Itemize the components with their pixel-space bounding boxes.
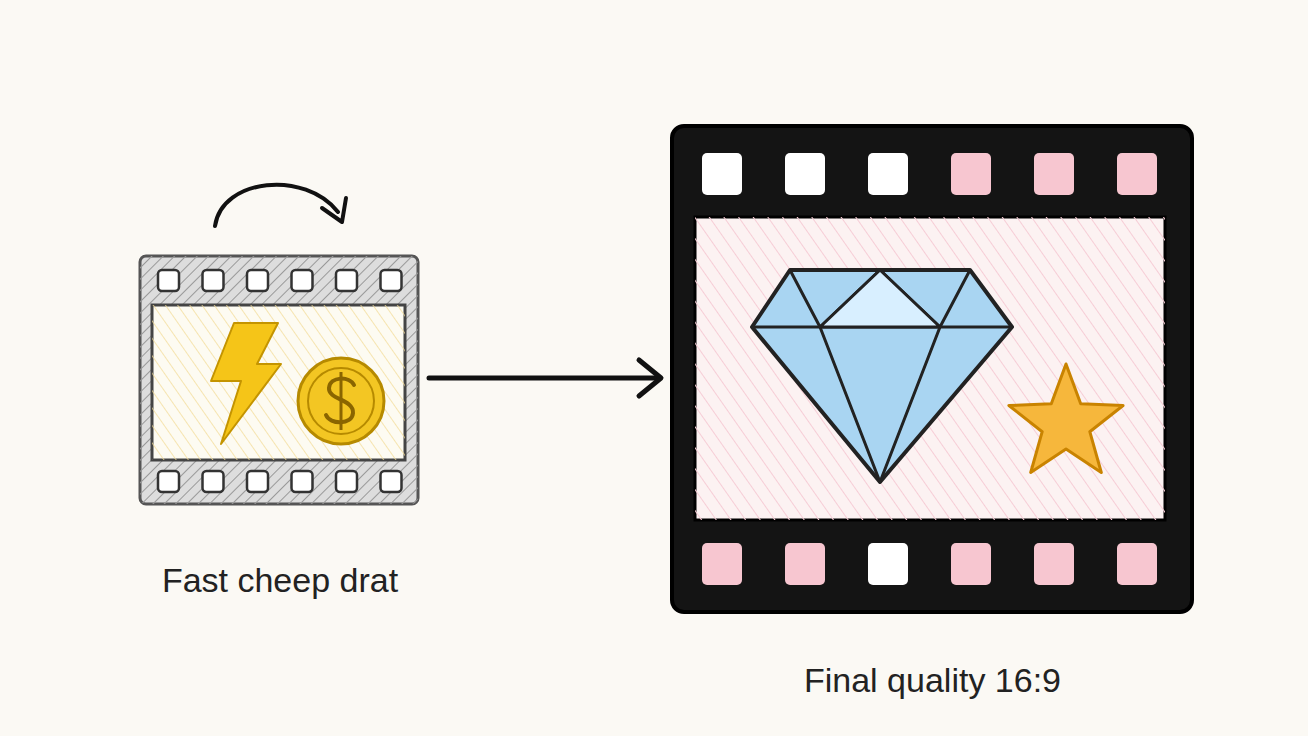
loop-arrow [215,185,346,226]
film-frame: Fast cheep drat [135,250,425,600]
film-frame: Final quality 16:9 [665,120,1200,700]
draft-film-frame [140,256,418,504]
final-film-frame [672,126,1192,612]
flow-arrow [429,360,661,396]
frame-caption: Fast cheep drat [130,561,430,600]
frame-caption: Final quality 16:9 [660,661,1205,700]
